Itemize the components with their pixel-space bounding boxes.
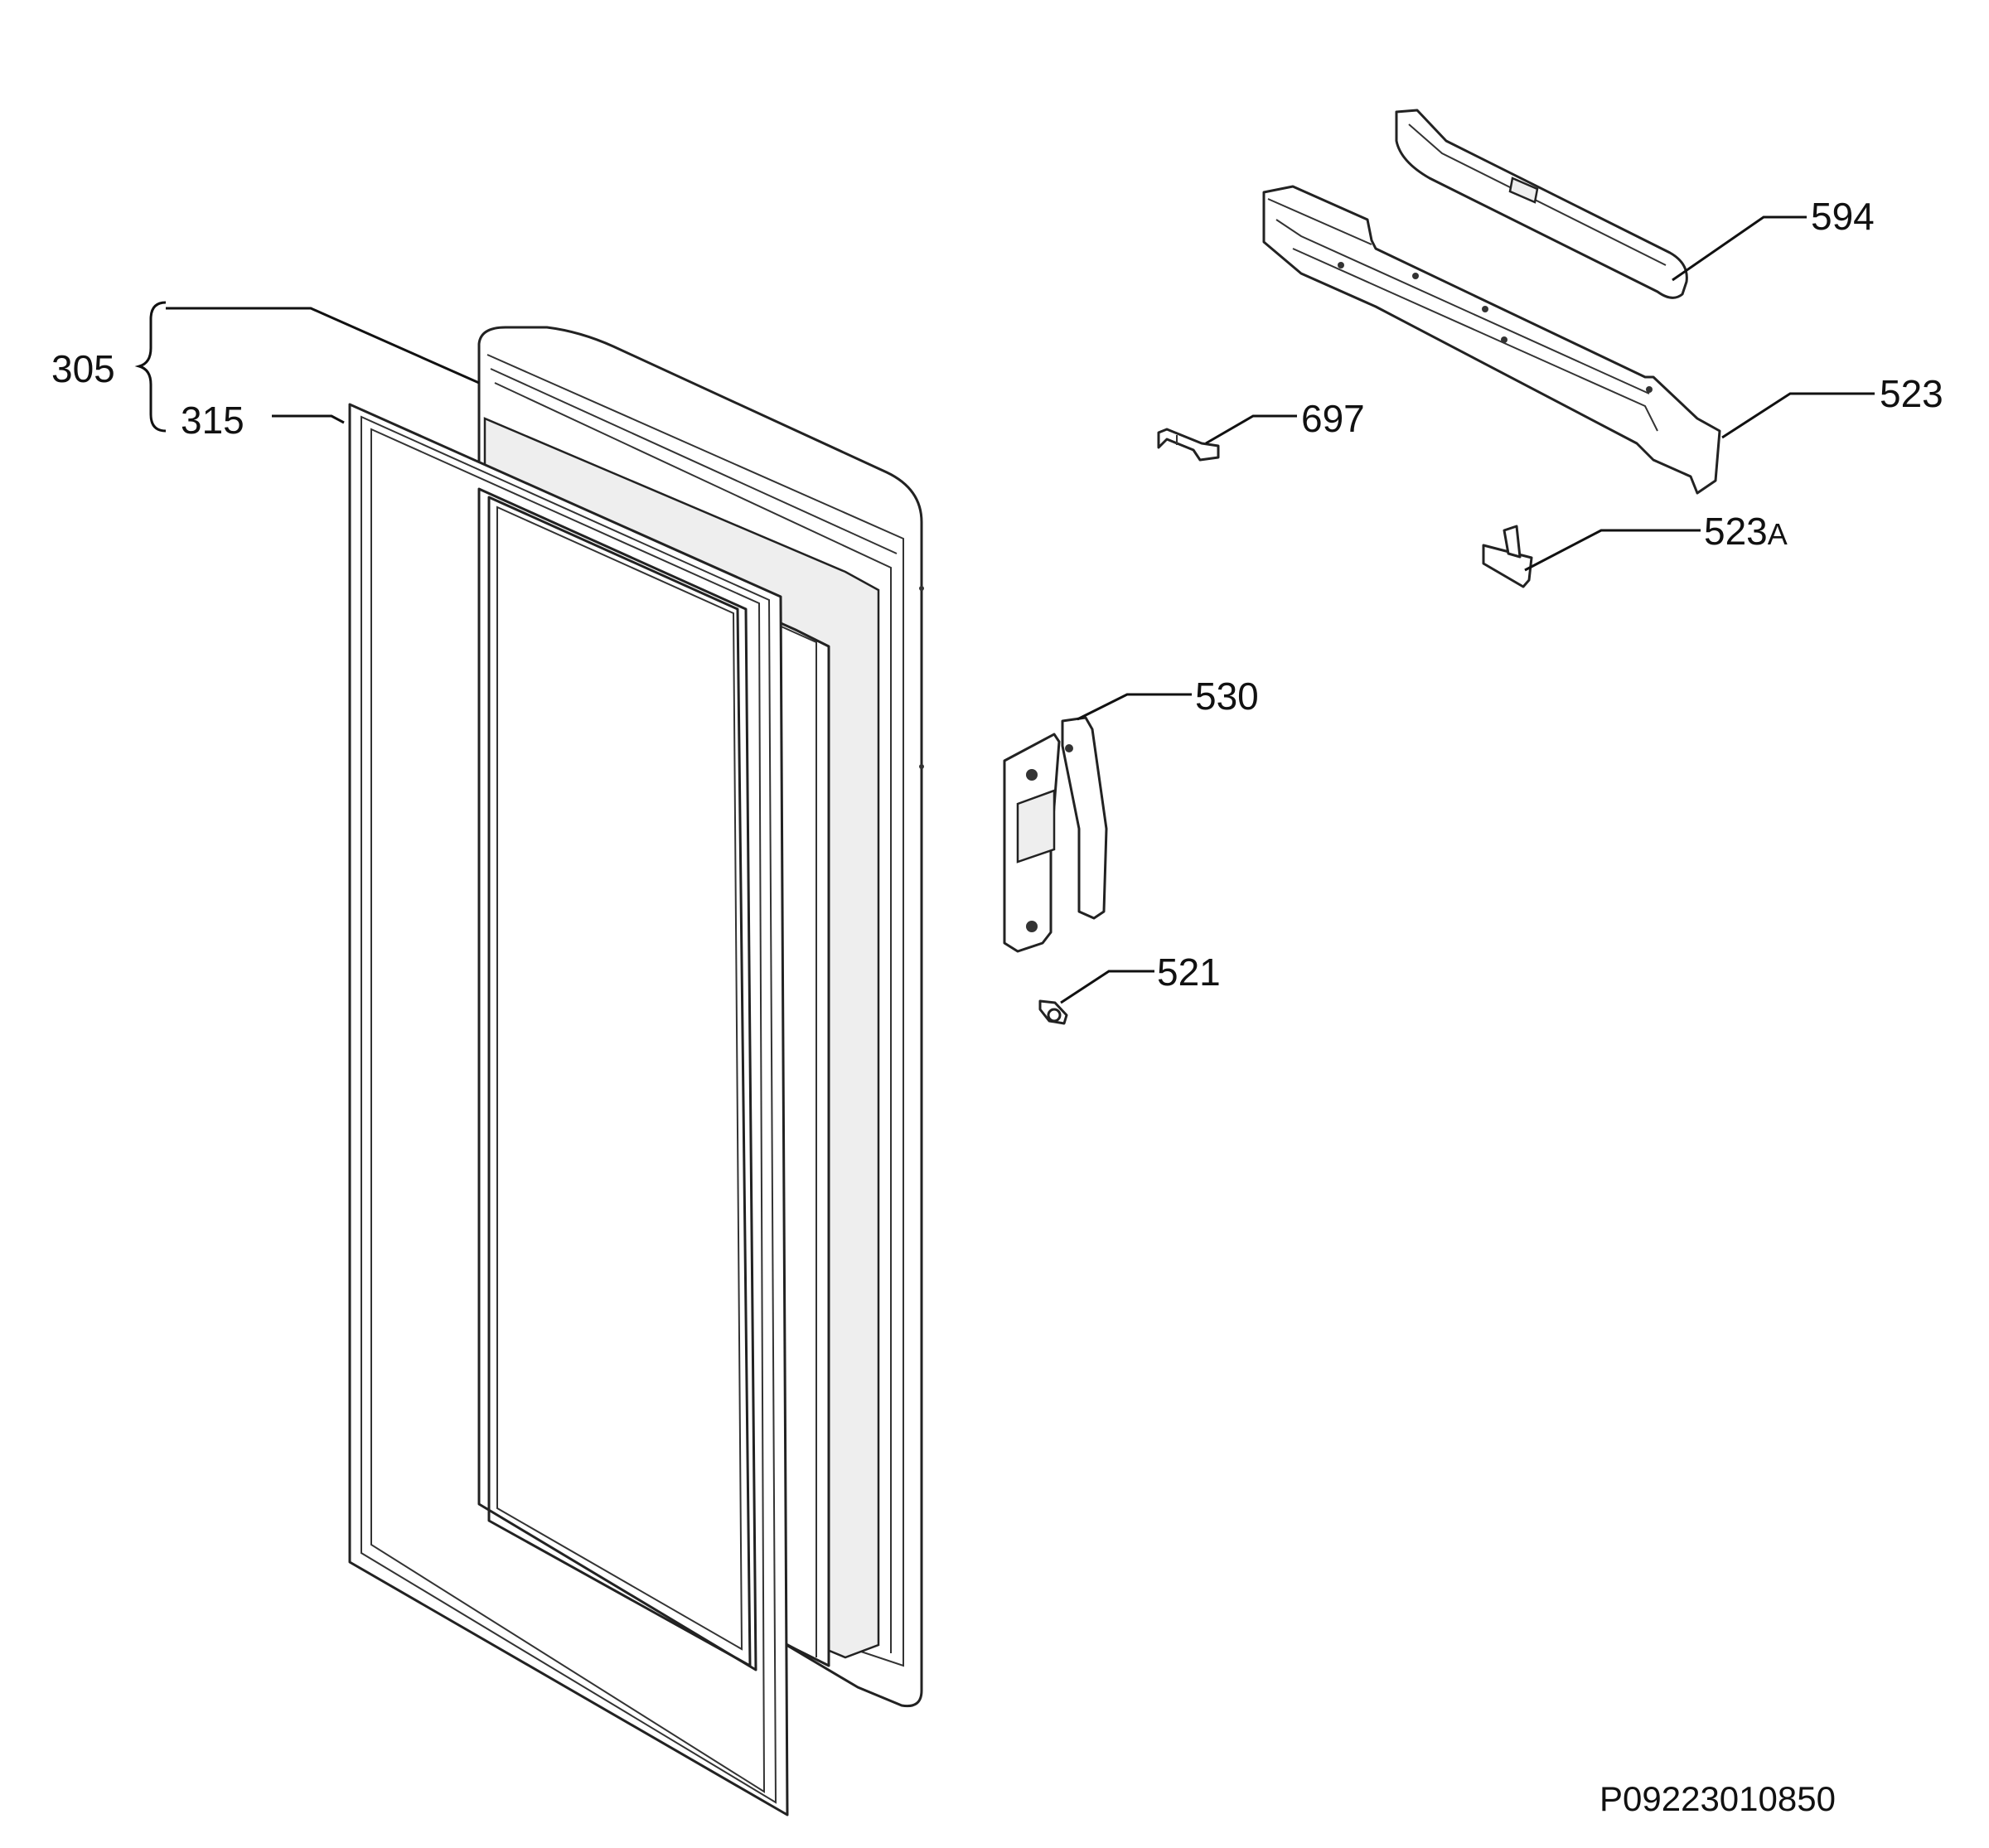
diagram-reference-code: P09223010850 <box>1599 1779 1836 1818</box>
screw-521 <box>1038 999 1068 1025</box>
callout-523a-number: 523 <box>1704 510 1768 553</box>
top-cover-594 <box>1395 109 1688 299</box>
leader-line-697 <box>1205 414 1297 445</box>
group-bracket-305 <box>134 301 167 433</box>
callout-697: 697 <box>1301 397 1365 440</box>
callout-523a-suffix: A <box>1767 517 1788 551</box>
callout-523a: 523A <box>1704 512 1788 550</box>
callout-315: 315 <box>181 399 244 442</box>
door-gasket <box>348 403 789 1817</box>
callout-305: 305 <box>51 347 115 390</box>
callout-521: 521 <box>1157 951 1221 994</box>
leader-line-305 <box>166 307 480 385</box>
callout-594: 594 <box>1811 195 1875 238</box>
leader-line-521 <box>1060 970 1154 1004</box>
part-523a <box>1482 525 1533 588</box>
leader-line-315 <box>272 414 345 424</box>
hinge-530 <box>1003 716 1108 953</box>
clip-697 <box>1157 428 1220 462</box>
handle-bar-523 <box>1262 185 1721 495</box>
callout-530: 530 <box>1195 675 1259 718</box>
leader-line-594 <box>1672 215 1807 282</box>
leader-line-530 <box>1077 693 1192 721</box>
callout-523: 523 <box>1880 372 1943 415</box>
leader-line-523 <box>1721 392 1875 439</box>
leader-line-523a <box>1524 529 1701 572</box>
